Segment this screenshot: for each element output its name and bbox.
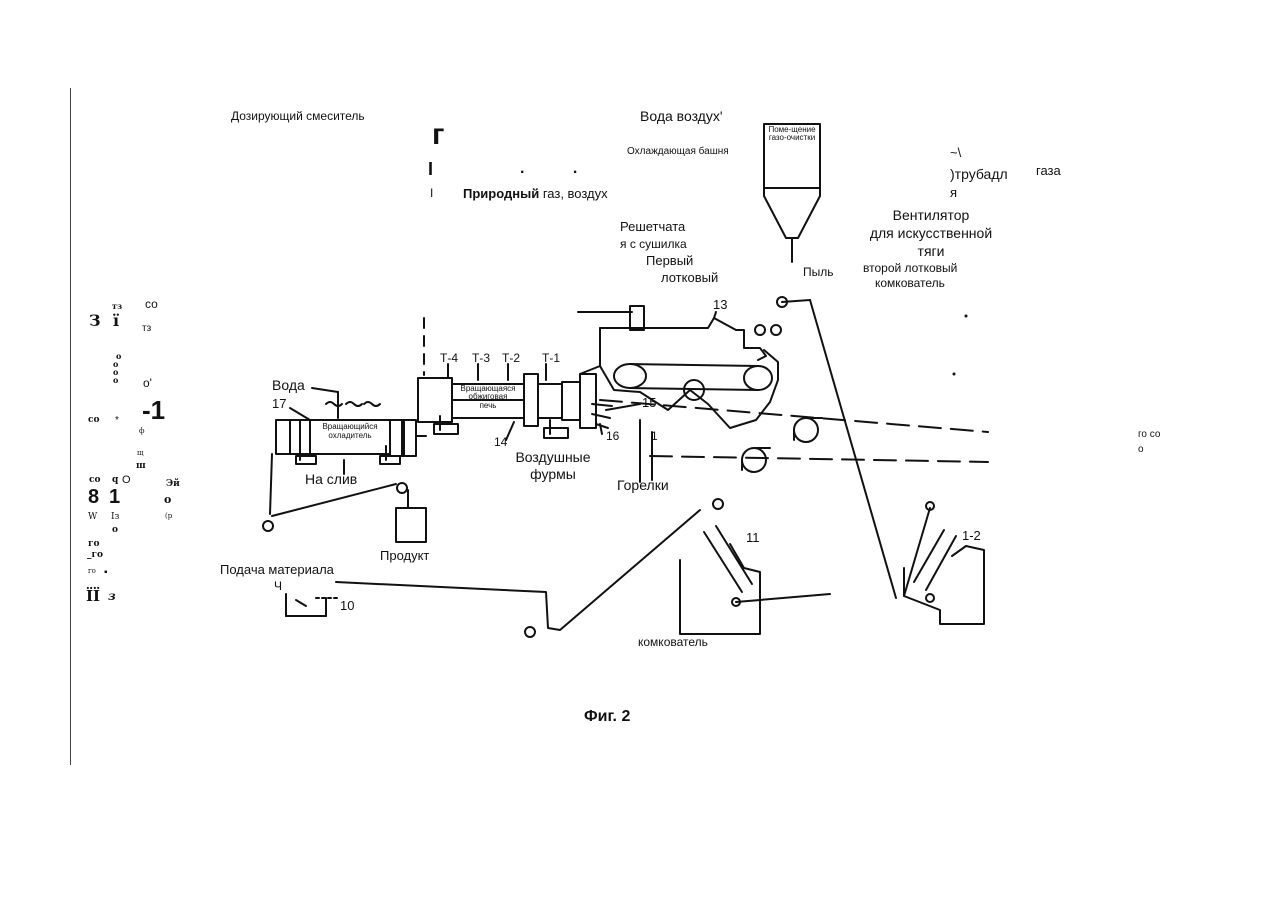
label-ch: Ч bbox=[274, 580, 282, 593]
margin-artifact: тз bbox=[142, 323, 151, 334]
label-rotary-cooler: Вращающийся охладитель bbox=[312, 423, 388, 441]
label-num-14: 14 bbox=[494, 436, 507, 449]
label-dots: . . bbox=[520, 160, 599, 178]
margin-artifact: ÏÏ bbox=[86, 588, 100, 605]
label-fan-2: для искусственной bbox=[864, 226, 998, 241]
label-gas-pipe-2: я bbox=[950, 186, 957, 200]
label-to-drain: На слив bbox=[305, 472, 357, 487]
label-grate-dryer-2: я с сушилка bbox=[620, 238, 687, 251]
margin-artifact: 8 bbox=[88, 486, 99, 508]
label-t1: Т-1 bbox=[542, 352, 560, 365]
label-small-i: I bbox=[430, 187, 433, 200]
label-air-tuyeres-1: Воздушные bbox=[508, 450, 598, 465]
label-natural-gas-rest: газ, воздух bbox=[543, 186, 608, 201]
right-margin-text-2: о bbox=[1138, 444, 1144, 455]
label-t2: Т-2 bbox=[502, 352, 520, 365]
margin-artifact: о bbox=[164, 494, 171, 506]
label-rotary-cooler-2: охладитель bbox=[312, 432, 388, 441]
label-gas-pipe-1: )трубадл bbox=[950, 167, 1008, 182]
margin-artifact: со bbox=[89, 476, 100, 486]
label-product: Продукт bbox=[380, 549, 429, 563]
margin-artifact: го bbox=[88, 568, 96, 576]
fan-upper bbox=[794, 418, 822, 442]
margin-artifact: (р bbox=[165, 513, 172, 521]
margin-artifact: Эй bbox=[166, 480, 180, 490]
label-second-pelletizer-2: комкователь bbox=[875, 277, 945, 290]
label-dosing-mixer: Дозирующий смеситель bbox=[231, 110, 365, 123]
label-num-12: 1-2 bbox=[962, 529, 981, 543]
margin-artifact: ▪ bbox=[104, 567, 108, 578]
label-dust: Пыль bbox=[803, 266, 834, 279]
label-num-11: 11 bbox=[746, 531, 760, 545]
margin-artifact: з bbox=[108, 590, 116, 603]
label-natural-gas: Природный газ, воздух bbox=[463, 187, 608, 201]
label-t4: Т-4 bbox=[440, 352, 458, 365]
label-pelletizer: комкователь bbox=[638, 636, 708, 649]
margin-artifact: ф bbox=[139, 428, 144, 436]
margin-artifact: щ bbox=[137, 450, 144, 458]
margin-artifact: W bbox=[88, 513, 97, 523]
product-conveyor bbox=[272, 484, 396, 516]
label-num-15: 15 bbox=[642, 396, 656, 410]
conveyor-to-pelletizer-2 bbox=[810, 300, 896, 598]
label-big-i: I bbox=[428, 160, 433, 180]
margin-artifact: ш bbox=[136, 462, 146, 472]
label-fan-1: Вентилятор bbox=[864, 208, 998, 223]
margin-artifact: Із bbox=[111, 513, 119, 523]
label-natural-gas-bold: Природный bbox=[463, 186, 539, 201]
label-rotary-kiln-3: печь bbox=[454, 402, 522, 410]
margin-artifact: q bbox=[112, 476, 118, 486]
material-feeder bbox=[286, 594, 340, 616]
label-first-trough-1: Первый bbox=[646, 254, 693, 268]
label-burners: Горелки bbox=[617, 478, 669, 493]
label-big-g: г bbox=[432, 118, 445, 151]
margin-artifact: со bbox=[145, 298, 158, 311]
margin-artifact: _го bbox=[87, 551, 103, 561]
margin-artifact: тз bbox=[112, 302, 122, 311]
margin-artifact: о' bbox=[143, 377, 152, 390]
material-conveyor bbox=[336, 510, 700, 630]
label-grate-dryer-1: Решетчата bbox=[620, 220, 685, 234]
fan-lower bbox=[742, 448, 770, 472]
label-water: Вода bbox=[272, 378, 305, 393]
margin-artifact: о bbox=[112, 526, 118, 536]
label-t3: Т-3 bbox=[472, 352, 490, 365]
margin-artifact: З bbox=[89, 312, 101, 330]
label-cooling-tower: Охлаждающая башня bbox=[627, 146, 729, 157]
margin-artifact: 1 bbox=[109, 486, 120, 508]
label-tower-text: Поме-щение газо-очистки bbox=[765, 126, 819, 143]
label-second-pelletizer-1: второй лотковый bbox=[863, 262, 957, 275]
figure-caption: Фиг. 2 bbox=[584, 708, 630, 726]
label-num-17: 17 bbox=[272, 397, 286, 411]
margin-artifact: со bbox=[88, 416, 99, 426]
margin-artifact: О bbox=[122, 474, 131, 486]
label-rotary-kiln: Вращающаяся обжиговая печь bbox=[454, 385, 522, 410]
air-duct-lower bbox=[650, 456, 988, 462]
margin-artifact: * bbox=[115, 415, 119, 426]
label-num-16: 16 bbox=[606, 430, 619, 443]
label-gas-word: газа bbox=[1036, 164, 1061, 178]
product-bin bbox=[396, 508, 426, 542]
pelletizer-12 bbox=[904, 502, 984, 624]
label-num-1: 1 bbox=[651, 430, 658, 443]
margin-artifact: го bbox=[88, 540, 100, 550]
label-fan-3: тяги bbox=[864, 244, 998, 259]
label-num-13: 13 bbox=[713, 298, 727, 312]
gas-cleaning-tower bbox=[764, 124, 820, 262]
label-material-feed: Подача материала bbox=[220, 563, 334, 577]
margin-artifact: -1 bbox=[142, 396, 165, 425]
label-num-10: 10 bbox=[340, 599, 354, 613]
label-water-air: Вода воздух' bbox=[640, 109, 723, 124]
margin-artifact: ї bbox=[113, 312, 119, 330]
label-first-trough-2: лотковый bbox=[661, 271, 718, 285]
label-air-tuyeres-2: фурмы bbox=[508, 467, 598, 482]
margin-artifact: о bbox=[113, 376, 118, 385]
right-margin-text-1: го со bbox=[1138, 429, 1160, 440]
label-gas-pipe-tilde: ~\ bbox=[950, 146, 961, 160]
